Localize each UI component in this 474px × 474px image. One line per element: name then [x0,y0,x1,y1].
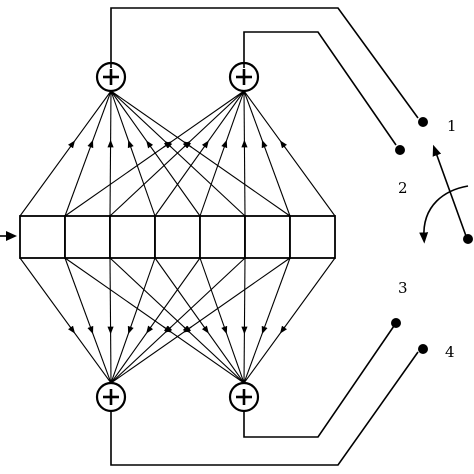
wire-bottom-right [243,322,397,438]
register-cell [289,215,336,259]
register-cell [154,215,201,259]
tap-line [64,90,245,217]
wire-top-left [110,7,419,119]
register-cell [64,215,111,259]
register-cell [109,215,156,259]
tap-line [19,257,112,384]
commutator-switch [391,117,473,354]
tap-line [241,257,248,384]
switch-label-2: 2 [398,179,408,197]
wire-top-right [243,31,397,146]
adder-nodes [95,61,260,413]
rotation-arrow [419,185,469,244]
tap-line [199,257,245,384]
tap-line [154,90,245,217]
switch-pivot [463,234,473,244]
adder-bottom-right [228,381,260,413]
tap-line [107,257,114,384]
tap-line [199,90,245,217]
tap-line [64,90,112,217]
switch-contact-4 [418,344,428,354]
tap-line [110,90,246,217]
tap-line [64,257,245,384]
tap-line [110,90,291,217]
switch-label-3: 3 [398,279,408,297]
register-cell [244,215,291,259]
switch-arm [432,144,467,237]
tap-line [19,90,112,217]
register-cell [199,215,246,259]
register-cell [19,215,66,259]
switch-label-1: 1 [447,117,457,135]
tap-line [110,257,201,384]
shift-register [19,215,336,259]
adder-bottom-left [95,381,127,413]
tap-line [243,257,336,384]
tap-line [110,257,156,384]
switch-contact-3 [391,318,401,328]
input-arrow [0,231,17,241]
tap-line [64,257,112,384]
switch-contact-1 [418,117,428,127]
tap-line [107,90,114,217]
tap-line [154,257,245,384]
tap-line [109,257,245,384]
tap-line [110,257,246,384]
tap-line [110,257,291,384]
tap-line [243,90,291,217]
tap-line [243,90,336,217]
tap-connections [19,90,336,384]
tap-line [110,90,156,217]
tap-line [109,90,245,217]
tap-line [241,90,248,217]
switch-label-4: 4 [445,343,455,361]
output-wires [110,7,419,466]
wire-bottom-left [110,351,419,466]
tap-line [110,90,201,217]
switch-contact-2 [395,145,405,155]
tap-line [243,257,291,384]
